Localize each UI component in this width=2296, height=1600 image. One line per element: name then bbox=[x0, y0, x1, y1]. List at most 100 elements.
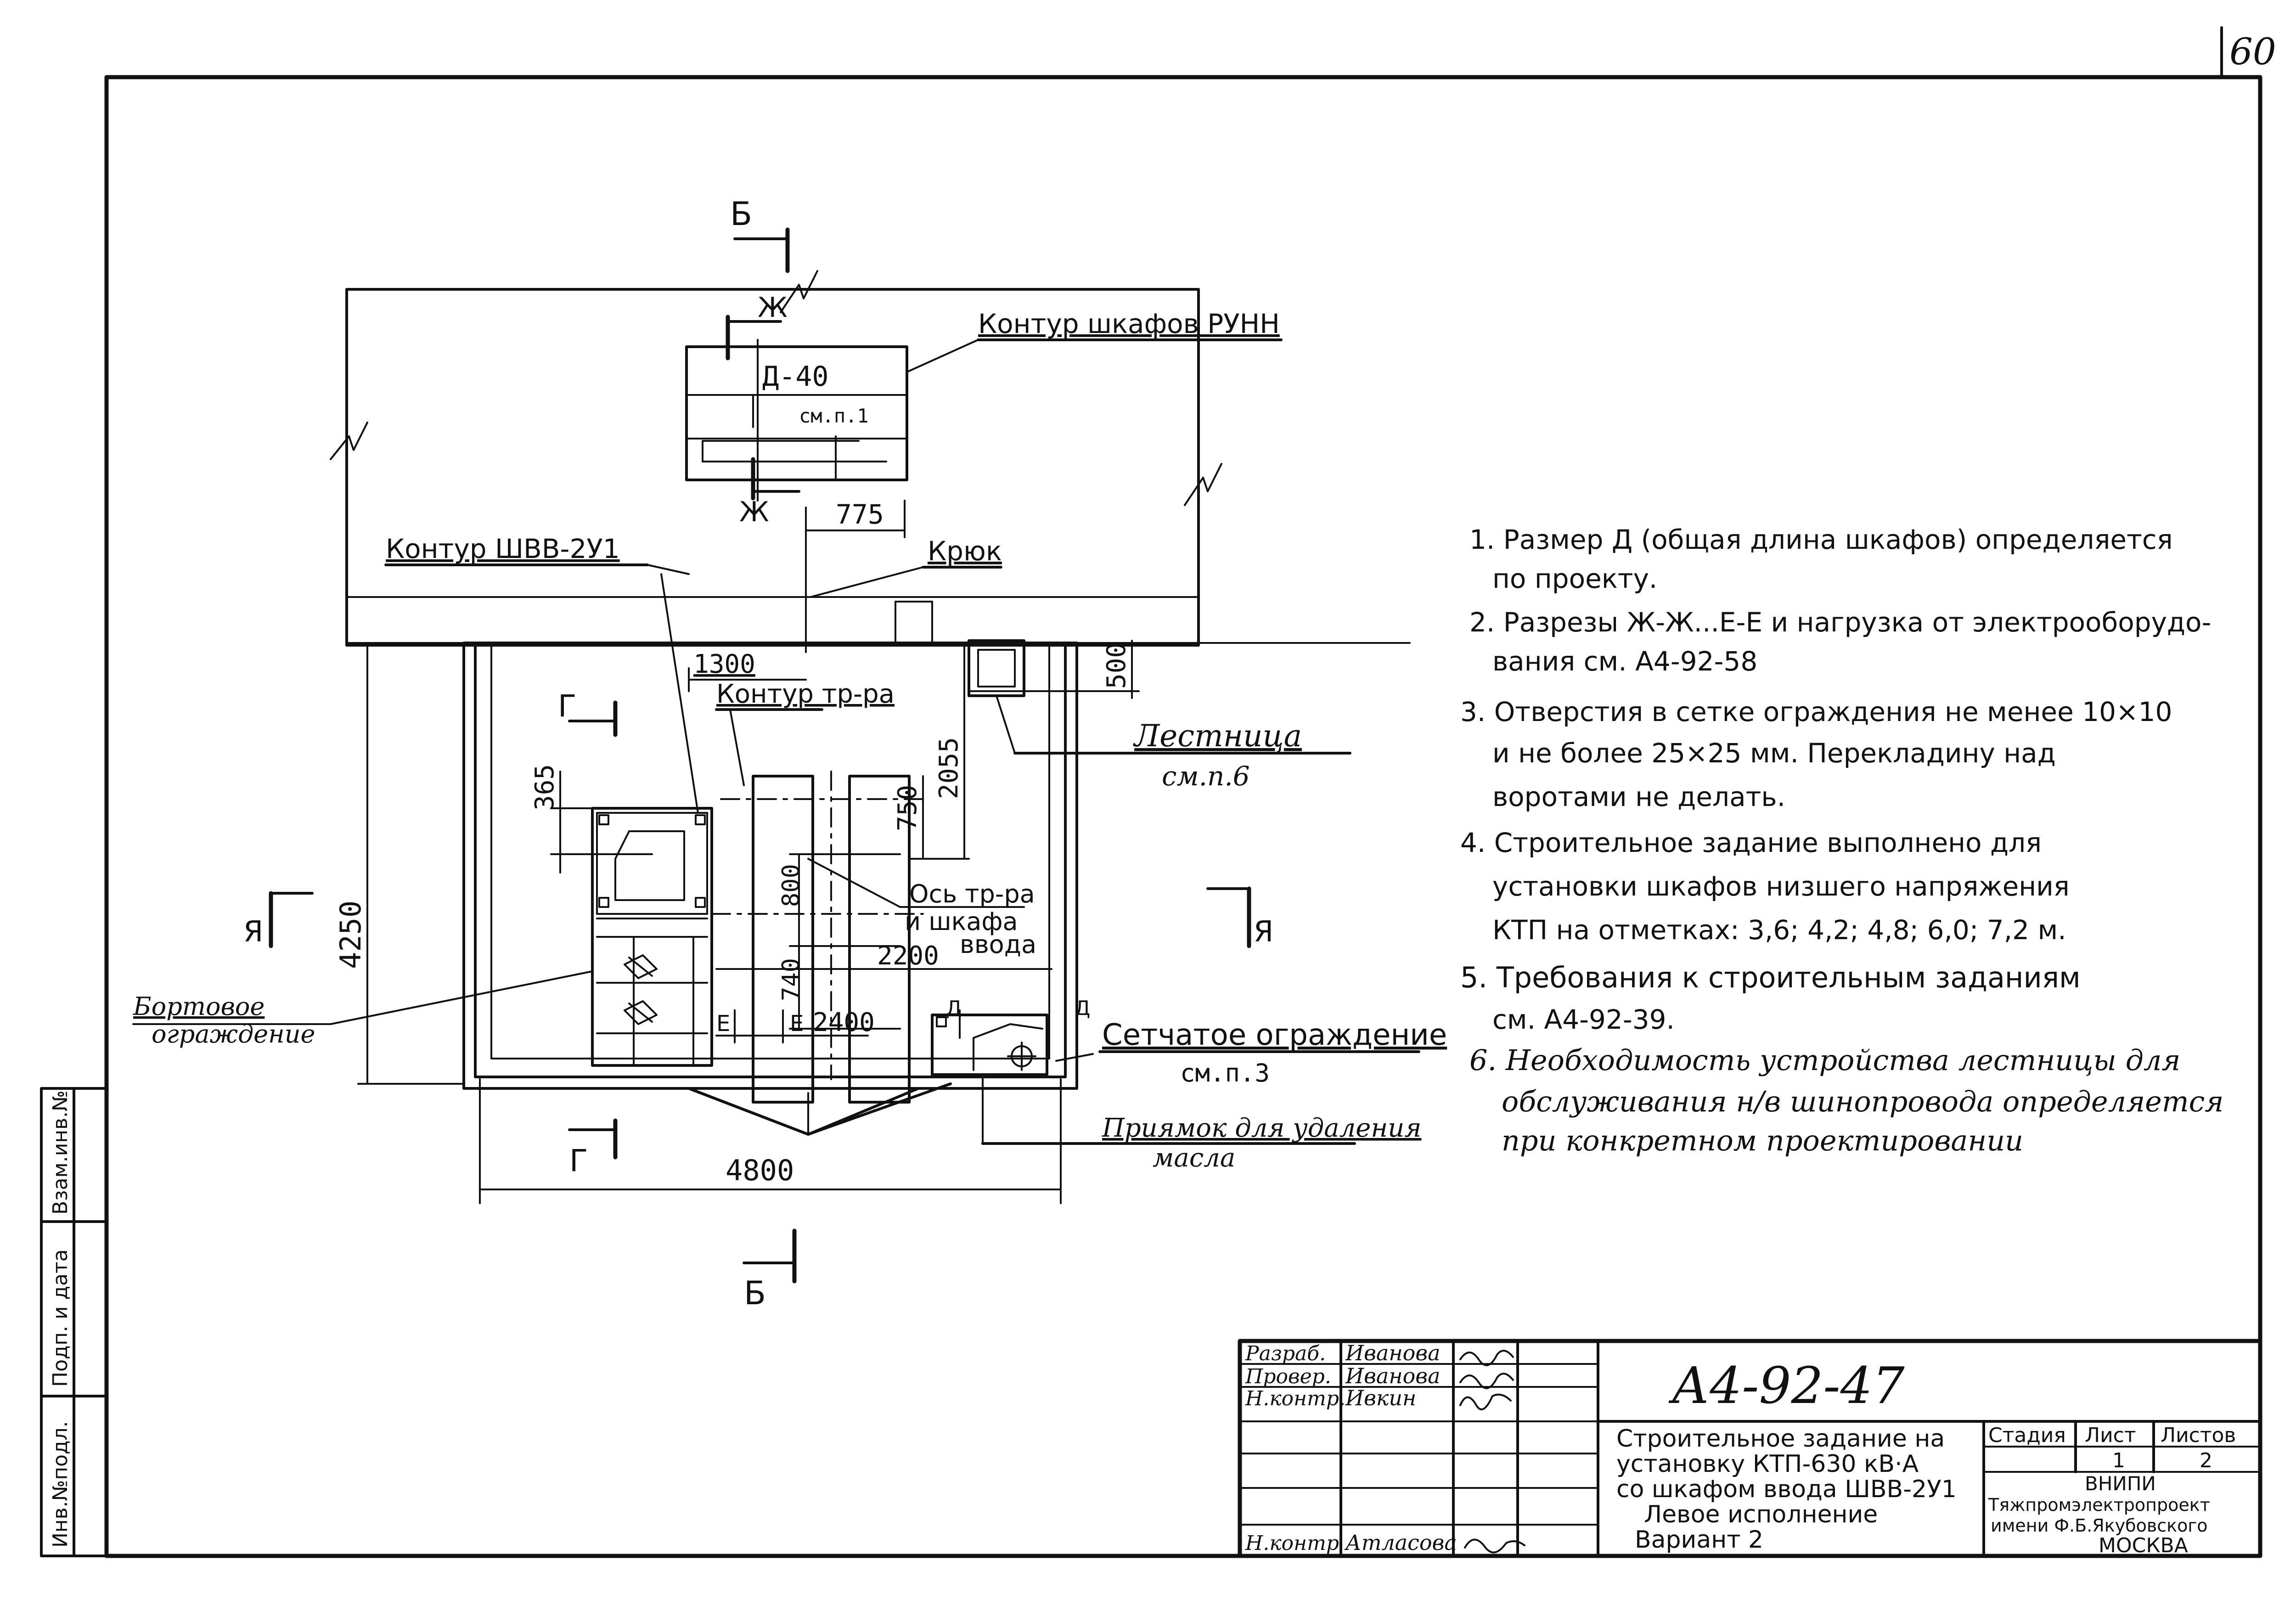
label-ladder: Лестница bbox=[1133, 718, 1302, 754]
signature-1 bbox=[1459, 1350, 1514, 1366]
dim-365: 365 bbox=[530, 764, 560, 811]
label-kontur-shvv: Контур ШВВ-2У1 bbox=[386, 533, 620, 564]
dim-750: 750 bbox=[893, 785, 923, 831]
note-line-9: установки шкафов низшего напряжения bbox=[1492, 871, 2070, 902]
name-developer: Иванова bbox=[1345, 1341, 1441, 1365]
gate-lines bbox=[687, 1087, 920, 1136]
sheets-total: 2 bbox=[2200, 1449, 2212, 1472]
section-g-top: Г bbox=[558, 688, 576, 724]
sheet-number: 1 bbox=[2112, 1449, 2125, 1472]
side-stamp-inv: Инв.№подл. bbox=[49, 1421, 72, 1548]
section-ya-left: Я bbox=[243, 915, 263, 948]
section-zh-top: Ж bbox=[758, 292, 788, 324]
title-line-4: Левое исполнение bbox=[1644, 1501, 1878, 1528]
note-line-5: 3. Отверстия в сетке ограждения не менее… bbox=[1460, 696, 2172, 727]
org-line-3: имени Ф.Б.Якубовского bbox=[1991, 1515, 2208, 1536]
title-block: Разраб. Провер. Н.контр. Н.контр Иванова… bbox=[1238, 1339, 2262, 1558]
title-line-3: со шкафом ввода ШВВ-2У1 bbox=[1616, 1476, 1957, 1503]
title-line-1: Строительное задание на bbox=[1616, 1425, 1945, 1453]
section-zh-bottom: Ж bbox=[739, 496, 769, 528]
dim-2400: 2400 bbox=[813, 1008, 875, 1037]
role-developer: Разраб. bbox=[1245, 1342, 1326, 1365]
note-line-14: обслуживания н/в шинопровода определяетс… bbox=[1502, 1085, 2223, 1118]
col-sheet: Лист bbox=[2085, 1424, 2136, 1447]
note-line-7: воротами не делать. bbox=[1492, 781, 1785, 812]
dim-2055: 2055 bbox=[934, 737, 964, 799]
name-checker: Иванова bbox=[1345, 1363, 1441, 1388]
section-b-bottom: Б bbox=[744, 1274, 766, 1312]
name-norm-control-2: Атласова bbox=[1344, 1530, 1457, 1555]
note-line-1: 1. Размер Д (общая длина шкафов) определ… bbox=[1469, 524, 2173, 555]
signature-3 bbox=[1459, 1393, 1512, 1410]
label-bort1: Бортовое bbox=[133, 992, 264, 1021]
side-stamp-sign: Подп. и дата bbox=[49, 1249, 72, 1387]
label-axis-cabinet1: и шкафа bbox=[905, 907, 1018, 936]
section-ya-right: Я bbox=[1254, 915, 1273, 948]
col-sheets: Листов bbox=[2161, 1424, 2236, 1447]
label-mesh-ref: см.п.3 bbox=[1180, 1059, 1270, 1087]
org-line-1: ВНИПИ bbox=[2085, 1472, 2156, 1495]
transformer bbox=[711, 771, 924, 1104]
org-line-2: Тяжпромэлектропроект bbox=[1988, 1495, 2210, 1515]
label-bort2: ограждение bbox=[152, 1020, 315, 1048]
label-d40: Д-40 bbox=[762, 361, 829, 393]
sheet-corner-number: 60 bbox=[2229, 30, 2276, 73]
note-line-13: 6. Необходимость устройства лестницы для bbox=[1469, 1043, 2180, 1077]
note-line-3: 2. Разрезы Ж-Ж...Е-Е и нагрузка от элект… bbox=[1469, 607, 2211, 638]
dim-4800: 4800 bbox=[726, 1154, 794, 1187]
slab-outline bbox=[345, 288, 1200, 647]
dim-2200: 2200 bbox=[877, 941, 939, 971]
org-line-4: МОСКВА bbox=[2099, 1534, 2188, 1557]
notes: 1. Размер Д (общая длина шкафов) определ… bbox=[1460, 524, 2223, 1157]
note-line-4: вания см. А4-92-58 bbox=[1492, 646, 1757, 677]
label-ladder-ref: см.п.6 bbox=[1162, 761, 1250, 792]
note-line-11: 5. Требования к строительным заданиям bbox=[1460, 961, 2081, 994]
plan-view: Б Д-40 см.п.1 Ж Ж Контур шкафов РУНН 775 bbox=[132, 195, 1447, 1312]
label-kryuk: Крюк bbox=[928, 535, 1002, 567]
name-norm-control: Ивкин bbox=[1345, 1386, 1416, 1410]
section-b-top: Б bbox=[730, 195, 752, 233]
note-line-6: и не более 25×25 мм. Перекладину над bbox=[1492, 738, 2056, 769]
label-axis-cabinet2: ввода bbox=[960, 930, 1036, 959]
note-line-2: по проекту. bbox=[1492, 563, 1657, 594]
title-line-2: установку КТП-630 кВ·А bbox=[1616, 1450, 1919, 1478]
col-stage: Стадия bbox=[1988, 1424, 2066, 1447]
section-e-left: Е bbox=[716, 1011, 730, 1037]
signature-2 bbox=[1459, 1373, 1514, 1389]
note-line-15: при конкретном проектировании bbox=[1502, 1124, 2023, 1157]
oil-pit bbox=[931, 1009, 1048, 1076]
shvv-cabinet bbox=[591, 807, 713, 1067]
dim-740: 740 bbox=[777, 958, 805, 1001]
label-kontur-runn: Контур шкафов РУНН bbox=[978, 308, 1280, 339]
dim-775: 775 bbox=[836, 499, 884, 530]
title-line-5: Вариант 2 bbox=[1635, 1526, 1763, 1554]
label-axis-trra: Ось тр-ра bbox=[909, 879, 1035, 908]
section-g-bottom: Г bbox=[569, 1143, 588, 1178]
section-e-right: Е bbox=[790, 1011, 804, 1037]
note-line-12: см. А4-92-39. bbox=[1492, 1004, 1675, 1035]
sheet-frame bbox=[104, 75, 2262, 1558]
note-line-8: 4. Строительное задание выполнено для bbox=[1460, 827, 2042, 858]
label-kontur-trra: Контур тр-ра bbox=[716, 679, 895, 709]
section-d-left: Д bbox=[946, 997, 962, 1020]
dim-800: 800 bbox=[777, 864, 805, 907]
role-checker: Провер. bbox=[1245, 1365, 1331, 1388]
signature-4 bbox=[1464, 1538, 1525, 1554]
dim-500: 500 bbox=[1102, 642, 1131, 689]
note-line-10: КТП на отметках: 3,6; 4,2; 4,8; 6,0; 7,2… bbox=[1492, 914, 2066, 946]
room-walls bbox=[462, 601, 1078, 1090]
label-sm-p1: см.п.1 bbox=[799, 405, 869, 427]
side-stamp: Инв.№подл. Подп. и дата Взам.инв.№ bbox=[40, 1087, 108, 1557]
dim-1300: 1300 bbox=[693, 649, 755, 679]
label-pit1: Приямок для удаления bbox=[1102, 1113, 1421, 1143]
side-stamp-replace: Взам.инв.№ bbox=[49, 1090, 72, 1215]
runn-cabinet bbox=[685, 339, 908, 501]
label-pit2: масла bbox=[1153, 1143, 1235, 1173]
role-norm-control: Н.контр. bbox=[1245, 1387, 1345, 1410]
label-mesh: Сетчатое ограждение bbox=[1102, 1018, 1447, 1052]
document-code: А4-92-47 bbox=[1668, 1356, 1905, 1415]
dim-4250: 4250 bbox=[334, 901, 367, 969]
section-d-right: Д bbox=[1075, 997, 1090, 1020]
role-norm-control-2: Н.контр bbox=[1245, 1532, 1339, 1555]
